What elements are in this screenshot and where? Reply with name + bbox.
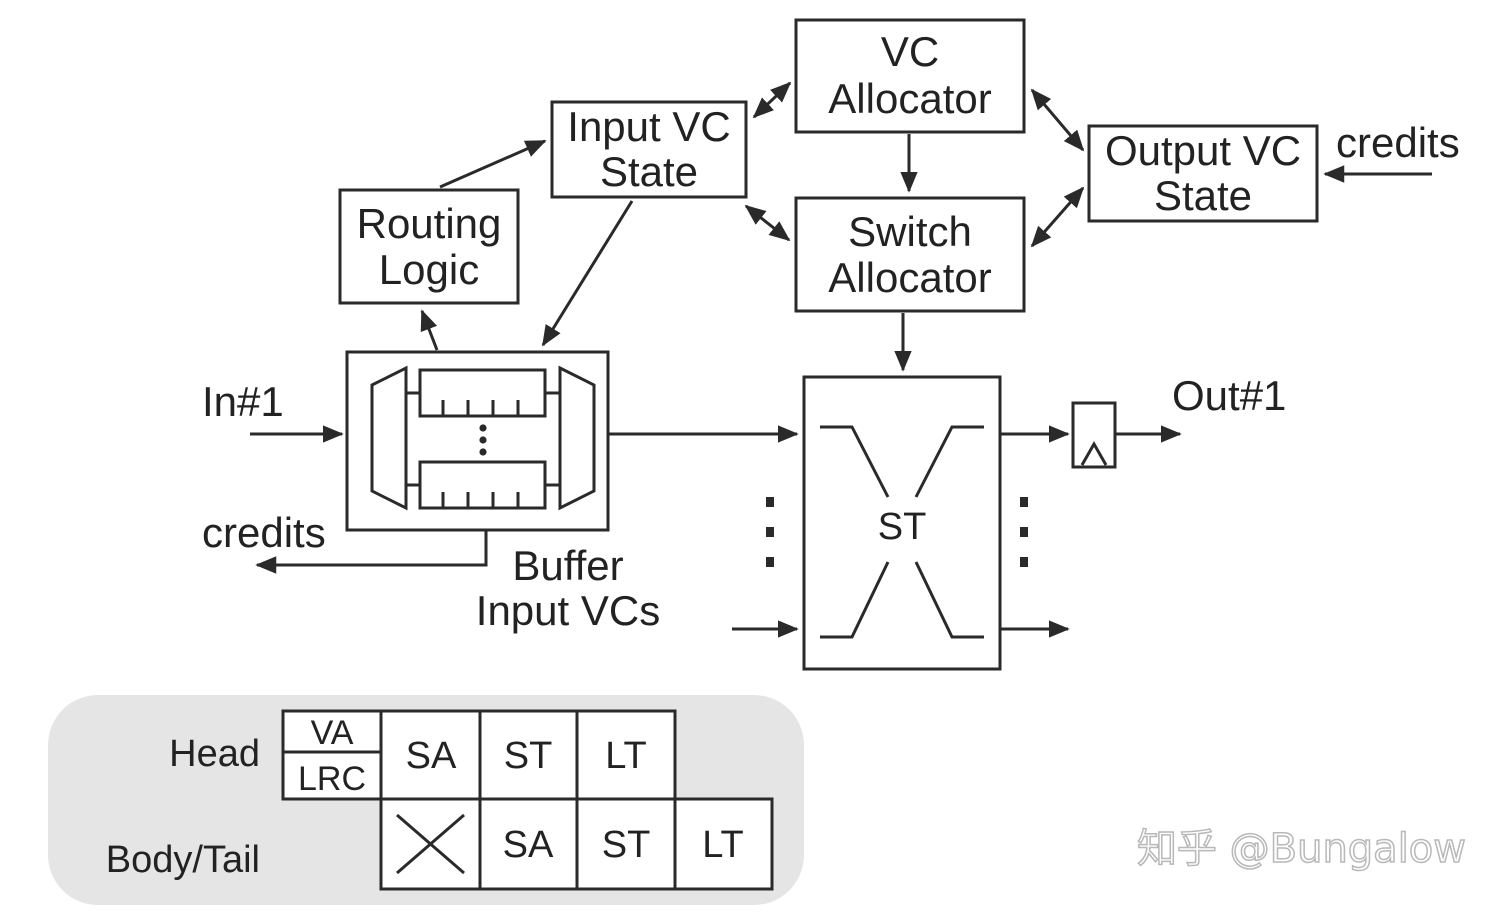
credits-out-label: credits <box>202 509 326 556</box>
output-latch <box>1071 401 1117 469</box>
stage-body-st-label: ST <box>602 824 651 866</box>
routing-logic: Routing Logic <box>338 188 520 305</box>
arrow-swa-ovcs <box>1030 186 1085 248</box>
input-ellipsis <box>766 497 774 567</box>
buffer-label-line1: Buffer <box>512 542 623 589</box>
output-ellipsis <box>1020 497 1028 567</box>
stage-body-lt <box>673 797 774 891</box>
stage-body-sa-label: SA <box>503 824 554 866</box>
output-vc-state: Output VC State <box>1087 124 1319 223</box>
switch-allocator-line2: Allocator <box>828 254 991 301</box>
pipeline-panel: Head Body/Tail VA LRC SA ST LT SA ST LT <box>48 695 804 905</box>
output-port-label: Out#1 <box>1172 372 1286 419</box>
pipeline-body-row: SA ST LT <box>379 797 774 891</box>
buffer-label-line2: Input VCs <box>476 587 660 634</box>
pipeline-head-row: VA LRC SA ST LT <box>281 709 677 801</box>
switch-allocator-line1: Switch <box>848 208 972 255</box>
arrow-ivcs-to-buffer <box>541 200 634 347</box>
control-arrows <box>420 81 1432 372</box>
stage-head-st-label: ST <box>504 735 553 777</box>
stage-body-sa <box>478 797 579 891</box>
pipeline-head-label: Head <box>169 733 260 775</box>
crossbar-switch: ST <box>802 375 1002 671</box>
stage-head-sa-label: SA <box>406 735 457 777</box>
stage-lrc-label: LRC <box>298 760 366 798</box>
arrow-routing-to-ivcs <box>439 139 547 189</box>
arrow-buffer-to-routing <box>420 309 439 351</box>
vc-allocator-line1: VC <box>881 28 939 75</box>
routing-logic-line1: Routing <box>357 200 502 247</box>
stage-va-label: VA <box>311 714 354 752</box>
input-vc-state: Input VC State <box>550 100 748 199</box>
vc-ellipsis <box>479 424 487 456</box>
output-mux <box>558 365 596 511</box>
output-vc-state-line1: Output VC <box>1105 127 1301 174</box>
input-buffer <box>345 350 610 532</box>
crossbar-label: ST <box>878 506 927 548</box>
pipeline-body-label: Body/Tail <box>106 839 260 881</box>
arrow-vca-ovcs <box>1030 88 1085 152</box>
arrow-credits-out <box>255 530 488 574</box>
switch-allocator: Switch Allocator <box>794 196 1026 313</box>
watermark: 知乎 @Bungalow <box>1137 826 1466 872</box>
vc-buffer-top <box>406 368 560 418</box>
output-vc-state-line2: State <box>1154 172 1252 219</box>
vc-allocator: VC Allocator <box>794 18 1026 134</box>
routing-logic-line2: Logic <box>379 246 479 293</box>
input-port-label: In#1 <box>202 378 284 425</box>
input-demux <box>370 365 408 511</box>
credits-in-label: credits <box>1336 119 1460 166</box>
arrow-ivcs-swa <box>744 204 791 242</box>
arrow-ivcs-vca <box>752 81 792 119</box>
vc-buffer-bottom <box>406 460 560 510</box>
stage-head-lt <box>575 709 677 801</box>
cross-mark-b <box>396 813 465 875</box>
vc-allocator-line2: Allocator <box>828 75 991 122</box>
input-vc-state-line1: Input VC <box>567 103 730 150</box>
input-vc-state-line2: State <box>600 148 698 195</box>
stage-va-lrc <box>281 709 383 801</box>
stage-head-lt-label: LT <box>605 735 647 777</box>
stage-body-lt-label: LT <box>702 824 744 866</box>
